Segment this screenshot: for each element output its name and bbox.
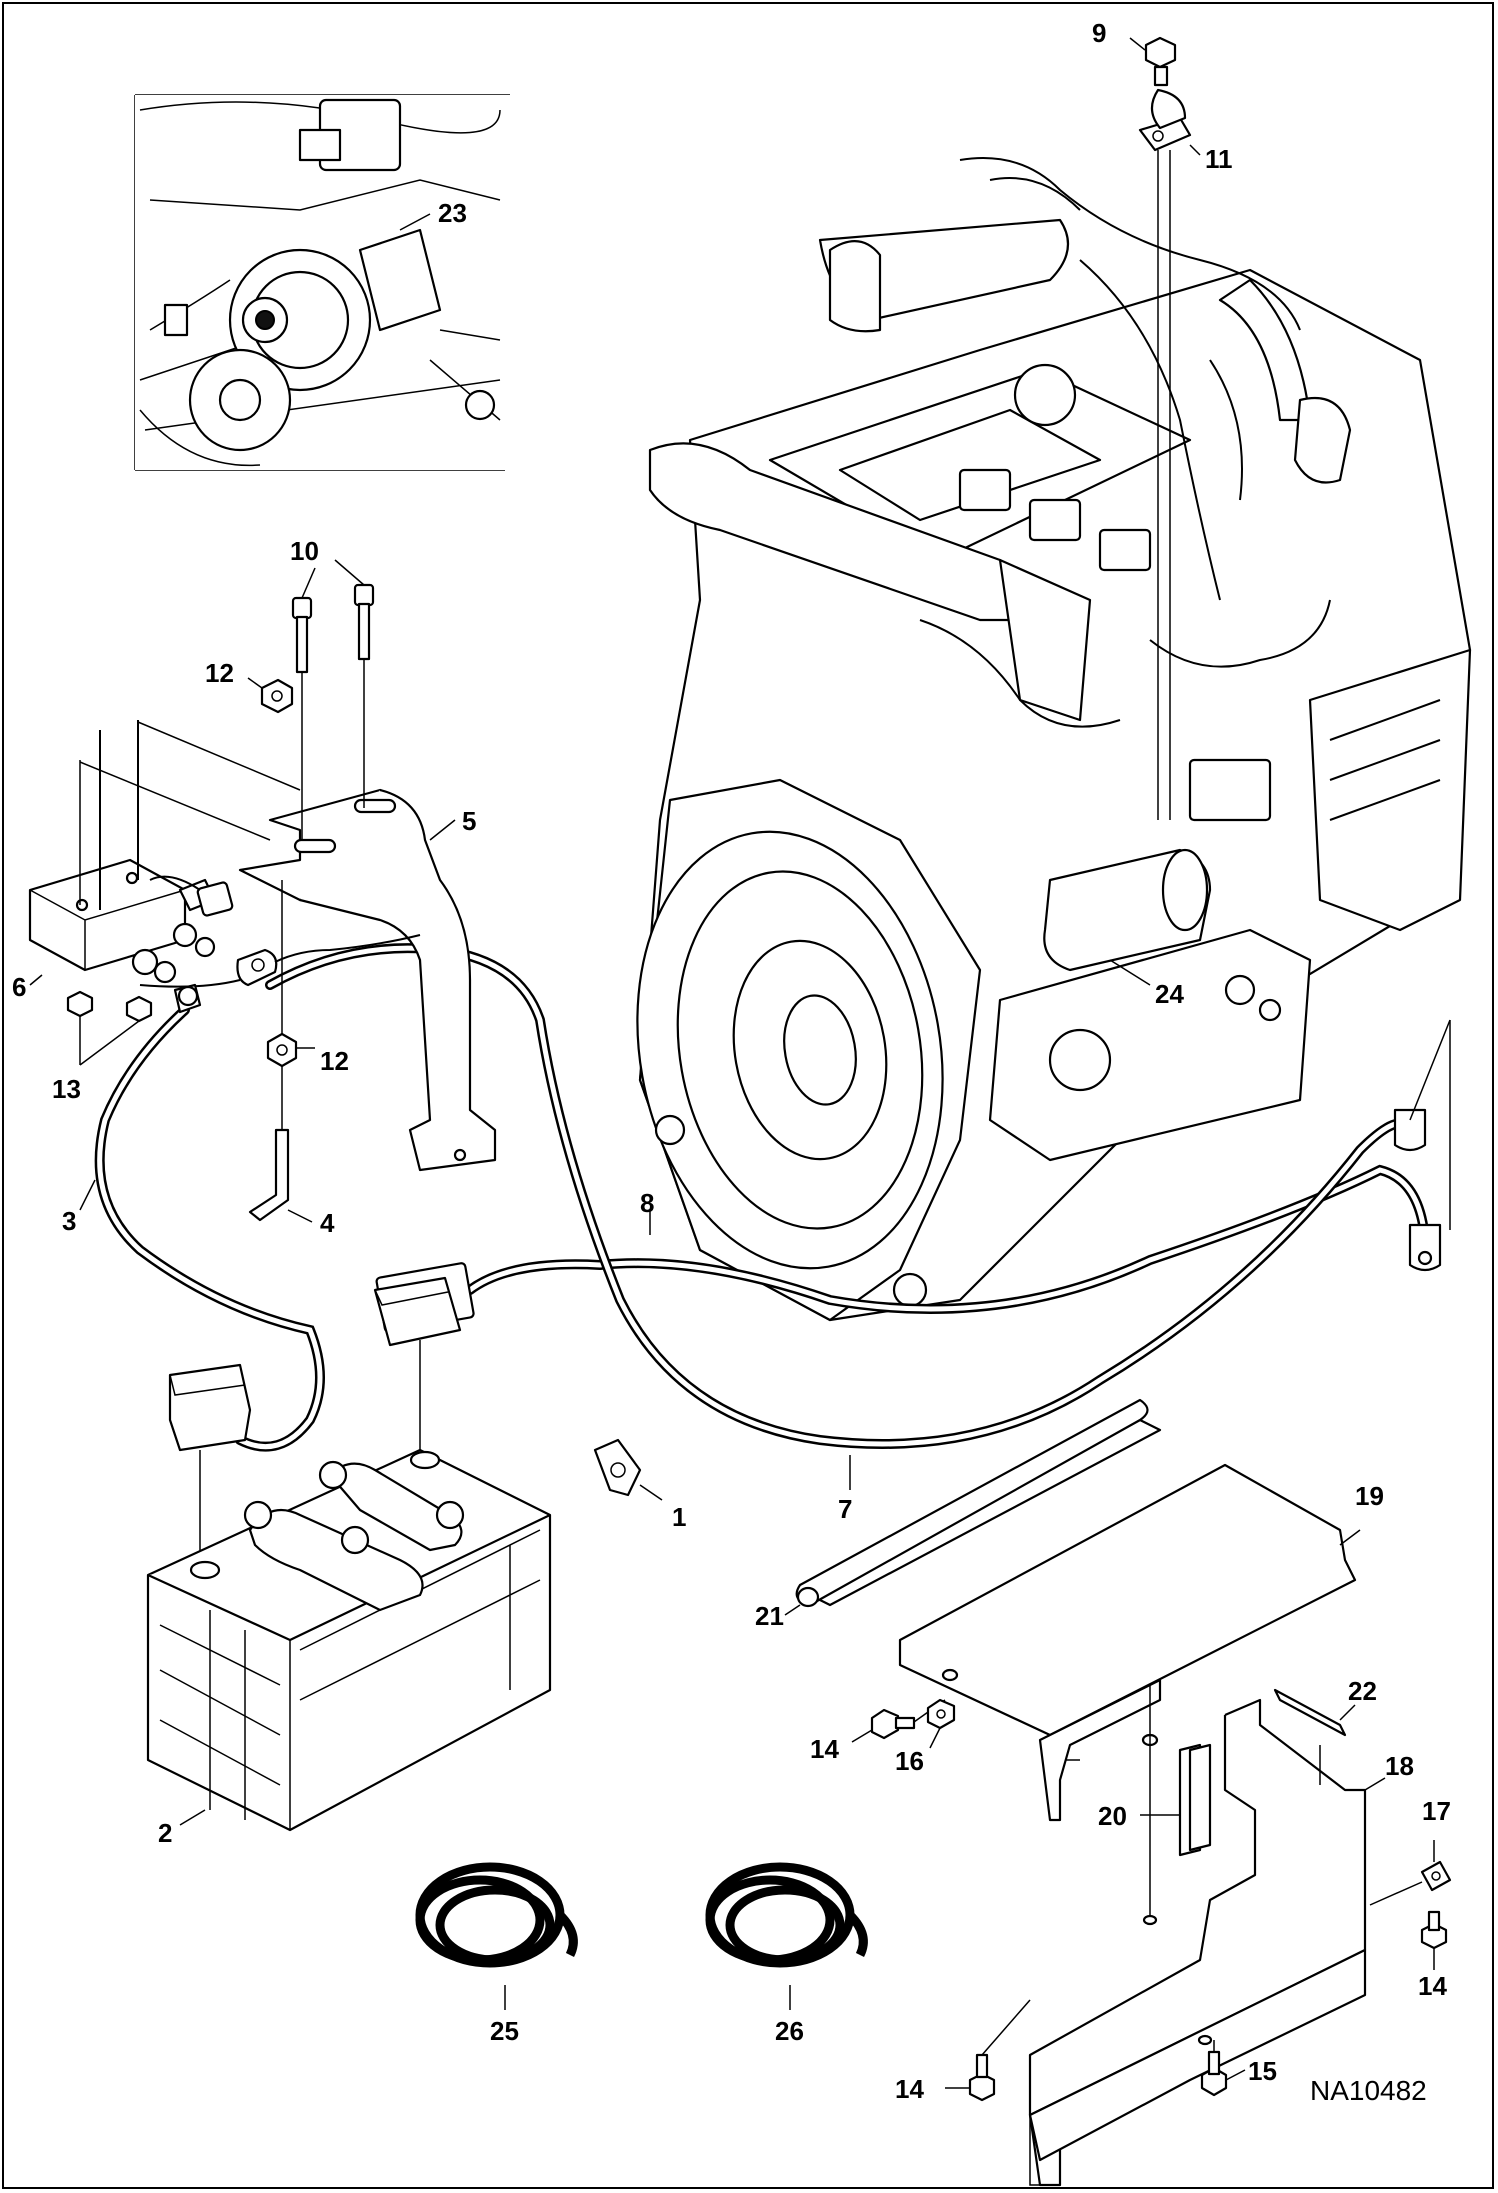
svg-text:25: 25	[490, 2016, 519, 2046]
svg-text:1: 1	[672, 1502, 686, 1532]
battery-2	[146, 1448, 552, 1832]
svg-text:9: 9	[1092, 18, 1106, 48]
svg-text:20: 20	[1098, 1801, 1127, 1831]
clamp-11: 11	[1138, 88, 1233, 820]
strip-20: 20	[1098, 1685, 1180, 1915]
nut-12-lower: 12	[266, 880, 349, 1076]
svg-text:13: 13	[52, 1074, 81, 1104]
cable-3: 3	[62, 983, 325, 1452]
clip-4: 4	[248, 1066, 335, 1238]
shield-19: 19	[898, 1463, 1384, 1822]
engine-assembly	[636, 157, 1472, 1322]
nut-12-top: 12	[205, 658, 294, 714]
nuts-13: 13	[52, 990, 153, 1104]
svg-text:8: 8	[640, 1188, 654, 1218]
bolts-10: 10	[290, 536, 375, 840]
svg-text:26: 26	[775, 2016, 804, 2046]
svg-text:11: 11	[1205, 144, 1233, 174]
terminal-boots	[168, 1276, 462, 1560]
relay-6	[28, 720, 421, 988]
svg-text:12: 12	[205, 658, 234, 688]
callout-5: 5	[429, 806, 476, 841]
svg-text:18: 18	[1385, 1751, 1414, 1781]
svg-text:4: 4	[320, 1208, 335, 1238]
svg-text:24: 24	[1155, 979, 1184, 1009]
svg-text:10: 10	[290, 536, 319, 566]
callout-8: 8	[640, 1188, 654, 1235]
callout-2: 2	[158, 1809, 206, 1848]
svg-text:16: 16	[895, 1746, 924, 1776]
clip-17: 17	[1369, 1796, 1452, 1906]
svg-text:2: 2	[158, 1818, 172, 1848]
svg-text:3: 3	[62, 1206, 76, 1236]
callout-24: 24	[1109, 959, 1184, 1009]
bolt-14-b: 14	[1418, 1910, 1447, 2001]
svg-text:15: 15	[1248, 2056, 1277, 2086]
svg-text:14: 14	[895, 2074, 924, 2104]
svg-text:22: 22	[1348, 1676, 1377, 1706]
battery-cable-7	[265, 943, 1451, 1449]
shield-18: 18	[1028, 1698, 1414, 2187]
clip-1: 1	[593, 1438, 686, 1532]
svg-text:7: 7	[838, 1494, 852, 1524]
svg-text:14: 14	[1418, 1971, 1447, 2001]
nut-16: 16	[895, 1698, 956, 1776]
svg-text:6: 6	[12, 972, 26, 1002]
alternator-inset	[134, 94, 510, 471]
callout-6: 6	[12, 972, 43, 1002]
svg-text:5: 5	[462, 806, 476, 836]
bracket-5	[238, 788, 497, 1172]
bolt-9: 9	[1092, 18, 1177, 87]
rod-22: 22	[1273, 1676, 1377, 1785]
svg-text:21: 21	[755, 1601, 784, 1631]
bolt-15: 15	[1200, 2040, 1277, 2097]
bolt-14-a: 14	[810, 1699, 946, 1764]
drawing-id: NA10482	[1310, 2075, 1427, 2106]
svg-text:19: 19	[1355, 1481, 1384, 1511]
svg-text:23: 23	[438, 198, 467, 228]
hose-coil-26: 26	[705, 1862, 868, 2046]
hose-coil-25: 25	[415, 1862, 578, 2046]
svg-text:12: 12	[320, 1046, 349, 1076]
bolt-14-c: 14	[895, 1999, 1031, 2104]
seal-21: 21	[755, 1398, 1162, 1631]
callout-23: 23	[399, 198, 467, 231]
svg-text:14: 14	[810, 1734, 839, 1764]
callout-7: 7	[838, 1455, 852, 1524]
svg-text:17: 17	[1422, 1796, 1451, 1826]
